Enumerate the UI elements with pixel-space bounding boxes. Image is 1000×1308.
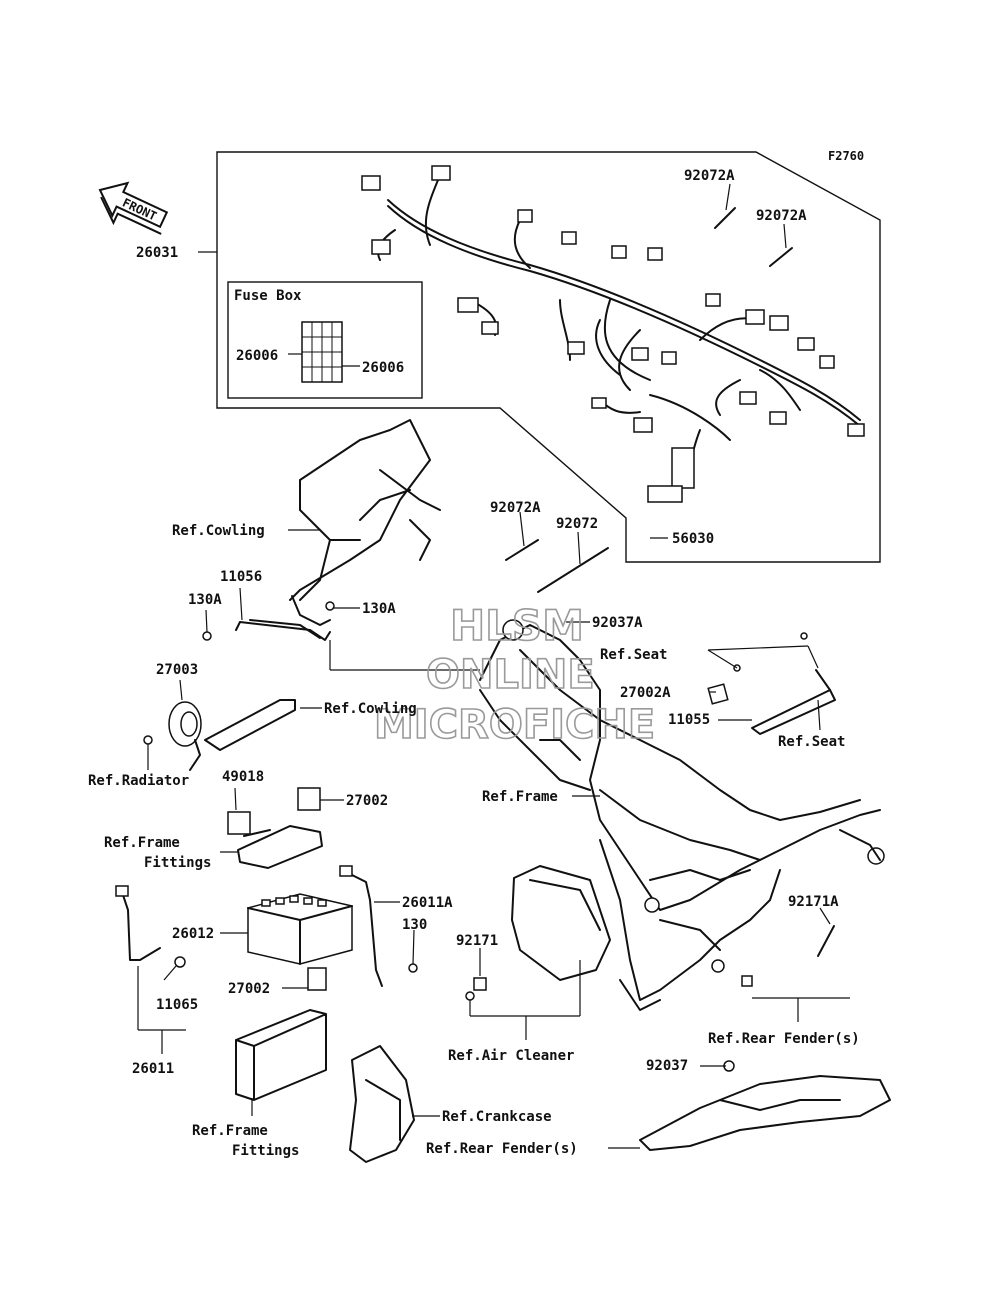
bolt-130 <box>408 963 418 973</box>
callout-26006-right: 26006 <box>362 360 404 376</box>
bracket-11056 <box>235 619 331 641</box>
callout-92072: 92072 <box>556 516 598 532</box>
callout-130a-1: 130A <box>188 592 222 608</box>
callout-26031: 26031 <box>136 245 178 261</box>
fuse-block-icon <box>288 321 360 383</box>
callout-26006-left: 26006 <box>236 348 278 364</box>
callout-ref-seat-2: Ref.Seat <box>778 734 845 750</box>
callout-27002-1: 27002 <box>346 793 388 809</box>
cowling-stay <box>289 419 441 626</box>
callout-92072a-3: 92072A <box>490 500 541 516</box>
air-cleaner <box>511 865 611 981</box>
watermark: HLSM ONLINE MICROFICHE <box>373 600 656 749</box>
fuse-box-title: Fuse Box <box>234 288 302 304</box>
cable-tie-92072a-3 <box>505 539 539 561</box>
battery-cable-26011 <box>115 885 186 968</box>
bolt-130a-2 <box>325 601 335 611</box>
battery-case <box>235 1009 327 1101</box>
callout-26012: 26012 <box>172 926 214 942</box>
relay-49018 <box>227 811 251 835</box>
callout-11065: 11065 <box>156 997 198 1013</box>
callout-27002a: 27002A <box>620 685 671 701</box>
radiator-bolt <box>143 735 153 745</box>
battery-cable-26011a <box>339 865 383 987</box>
callout-ref-frame: Ref.Frame <box>482 789 558 805</box>
callout-labels: 92072A 92072A 26031 26006 26006 Ref.Cowl… <box>88 168 860 1159</box>
callout-ref-frame-fittings-2b: Fittings <box>232 1143 299 1159</box>
callout-ref-radiator: Ref.Radiator <box>88 773 189 789</box>
crankcase-cover <box>349 1045 415 1163</box>
callout-92072a-1: 92072A <box>684 168 735 184</box>
callout-ref-rear-fender-1: Ref.Rear Fender(s) <box>708 1031 860 1047</box>
watermark-line-1: HLSM <box>450 601 584 650</box>
harness-group-box <box>216 151 881 563</box>
callout-ref-rear-fender-2: Ref.Rear Fender(s) <box>426 1141 578 1157</box>
callout-ref-frame-fittings-1b: Fittings <box>144 855 211 871</box>
frame <box>479 619 885 1011</box>
fuse-box-inset <box>227 281 423 399</box>
callout-27002-2: 27002 <box>228 981 270 997</box>
fender-stay <box>741 975 753 987</box>
callout-92037: 92037 <box>646 1058 688 1074</box>
clamp-92171 <box>473 977 487 991</box>
callout-ref-seat-1: Ref.Seat <box>600 647 667 663</box>
horn-bracket <box>204 699 296 751</box>
callout-ref-crankcase: Ref.Crankcase <box>442 1109 552 1125</box>
callout-ref-frame-fittings-1a: Ref.Frame <box>104 835 180 851</box>
front-arrow-icon: FRONT <box>98 181 169 235</box>
callout-92072a-2: 92072A <box>756 208 807 224</box>
figure-code: F2760 <box>828 149 864 163</box>
callout-26011: 26011 <box>132 1061 174 1077</box>
callout-130a-2: 130A <box>362 601 396 617</box>
seat-bolt-1 <box>800 632 808 640</box>
callout-56030: 56030 <box>672 531 714 547</box>
callout-92037a: 92037A <box>592 615 643 631</box>
bracket-11055 <box>707 669 836 735</box>
callout-27003: 27003 <box>156 662 198 678</box>
relay-27002-2 <box>307 967 327 991</box>
battery-26012 <box>247 893 353 965</box>
leader-lines <box>137 251 850 1149</box>
rear-fender <box>639 1075 891 1151</box>
cable-tie-92072 <box>537 547 609 593</box>
callout-ref-cowling-1: Ref.Cowling <box>172 523 265 539</box>
clamp-screw <box>465 991 475 1001</box>
relay-bracket <box>237 825 323 869</box>
watermark-line-2: ONLINE <box>426 652 595 698</box>
watermark-line-3: MICROFICHE <box>374 702 655 748</box>
callout-11055: 11055 <box>668 712 710 728</box>
callout-ref-air-cleaner: Ref.Air Cleaner <box>448 1048 574 1064</box>
callout-26011a: 26011A <box>402 895 453 911</box>
callout-130: 130 <box>402 917 427 933</box>
wiring-harness <box>361 165 865 503</box>
relay-27002-1 <box>297 787 321 811</box>
cable-tie-92072a-1 <box>714 207 736 229</box>
cable-tie-92072a-2 <box>769 247 793 267</box>
callout-ref-cowling-2: Ref.Cowling <box>324 701 417 717</box>
callout-92171: 92171 <box>456 933 498 949</box>
bolt-130a-1 <box>202 631 212 641</box>
callout-ref-frame-fittings-2a: Ref.Frame <box>192 1123 268 1139</box>
callout-49018: 49018 <box>222 769 264 785</box>
callout-11056: 11056 <box>220 569 262 585</box>
horn-27003 <box>168 701 202 771</box>
callout-92171a: 92171A <box>788 894 839 910</box>
fender-clip-92171a <box>817 925 835 957</box>
